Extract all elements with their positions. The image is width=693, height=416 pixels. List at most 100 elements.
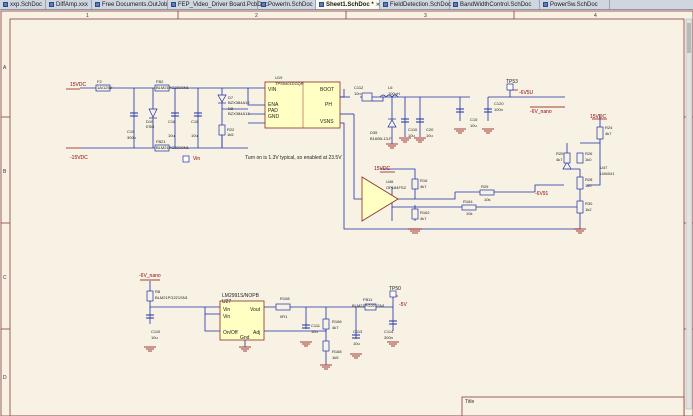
- schematic-doc-icon: [261, 2, 266, 7]
- c113-designator: C113: [353, 329, 363, 334]
- capacitor-c16: [194, 112, 202, 117]
- c16-value: 10u: [191, 133, 198, 138]
- column-label-4: 4: [594, 13, 597, 19]
- r29-designator: R29: [481, 184, 489, 189]
- ground-symbol-r162: [408, 228, 422, 234]
- c120-designator: C120: [494, 101, 504, 106]
- tab-powersw-schdoc[interactable]: PowerSw.SchDoc: [540, 0, 610, 9]
- fb21-value: BLM21PG221SN1: [156, 145, 190, 150]
- testpoint-tp53: [506, 83, 514, 91]
- ic-u19-body[interactable]: [264, 81, 341, 129]
- c18-designator: C18: [168, 119, 176, 124]
- u19-pin-ph: PH: [325, 102, 332, 108]
- resistor-r22: [218, 124, 226, 136]
- ground-symbol-c111: [300, 341, 312, 347]
- outjob-doc-icon: [95, 2, 100, 7]
- schematic-doc-icon: [543, 2, 548, 7]
- tab-xxp-schdoc[interactable]: xxp.SchDoc: [0, 0, 46, 9]
- vertical-scrollbar-thumb[interactable]: [687, 23, 691, 53]
- u19-pin-ena: ENA: [268, 102, 279, 108]
- tab-video-driver-pcbdoc[interactable]: FEP_Video_Driver Board.PcbDoc: [168, 0, 268, 9]
- schottky-d35: [387, 119, 397, 128]
- ic-u27-body[interactable]: [219, 300, 265, 341]
- net-label-15vdc: 15VDC: [70, 82, 87, 88]
- d10-designator: D10: [146, 119, 154, 124]
- c114-value: 300n: [384, 335, 393, 340]
- r22-value: 1k5: [227, 132, 234, 137]
- capacitor-c20: [416, 118, 424, 123]
- schematic-canvas[interactable]: 1 2 3 4 A B C D A B C D Title: [0, 9, 693, 416]
- close-tab-icon[interactable]: ✕: [375, 1, 380, 8]
- r20-designator: R20: [556, 151, 564, 156]
- c111-value: 10u: [311, 329, 318, 334]
- testpoint-vin: [182, 155, 190, 163]
- ground-symbol-c120: [482, 128, 494, 134]
- c114-designator: C114: [384, 329, 394, 334]
- c18-value: 10u: [168, 133, 175, 138]
- r16-designator: R16: [420, 178, 428, 183]
- inductor-l6: [379, 94, 399, 98]
- row-label-a: A: [3, 65, 7, 71]
- opamp-u46-body[interactable]: [361, 176, 399, 222]
- d8-designator: D8: [228, 106, 234, 111]
- resistor-r28: [576, 176, 584, 190]
- c20-designator: C20: [426, 127, 434, 132]
- tab-free-documents-outjob[interactable]: Free Documents.OutJob: [92, 0, 168, 9]
- schematic-doc-icon: [319, 2, 324, 7]
- f2-designator: F2: [97, 79, 102, 84]
- capacitor-c113: [352, 334, 360, 339]
- d10-value: ESD: [146, 124, 154, 129]
- fuse-f2: [95, 84, 111, 92]
- f2-value: 1A/125V: [97, 85, 113, 90]
- net-label-minus-6v-nano-bottom: -6V_nano: [139, 273, 161, 279]
- column-label-3: 3: [424, 13, 427, 19]
- u19-pin-gnd: GND: [268, 114, 280, 120]
- tab-fielddetection-schdoc[interactable]: FieldDetection.SchDoc: [380, 0, 451, 9]
- net-label-6v5u: -6V5U: [519, 90, 534, 96]
- tab-sheet1-schdoc[interactable]: Sheet1.SchDoc *✕: [316, 0, 380, 9]
- u19-pin-boot: BOOT: [320, 87, 334, 93]
- shunt-ref-u47: [562, 161, 572, 170]
- resistor-r24: [596, 126, 604, 140]
- schematic-doc-icon: [383, 2, 388, 7]
- c113-value: 10u: [353, 341, 360, 346]
- tab-powerin-schdoc[interactable]: PowerIn.SchDoc: [258, 0, 316, 9]
- r26-designator: R26: [585, 151, 593, 156]
- tp53-designator: TP53: [506, 79, 518, 85]
- row-label-d: D: [3, 375, 7, 381]
- r26-value: 1k0: [585, 157, 592, 162]
- capacitor-c114: [389, 320, 397, 325]
- u27-pin-adj: Adj: [253, 330, 260, 336]
- ferrite-fb21: [154, 144, 170, 152]
- zener-d7: [217, 94, 227, 103]
- resistor-r16: [411, 178, 419, 190]
- u47-designator: U47: [600, 165, 608, 170]
- ferrite-fb11: [364, 303, 377, 311]
- fb11-designator: FB11: [363, 297, 373, 302]
- net-label-6v91: -6V91: [535, 191, 549, 197]
- tab-bandwidthcontrol-schdoc[interactable]: BandWidthControl.SchDoc: [450, 0, 540, 9]
- c112-designator: C112: [354, 85, 364, 90]
- r166-value: 4k7: [332, 325, 339, 330]
- net-label-15vdc-ref: 15VDC: [590, 114, 607, 120]
- resistor-r29: [479, 189, 495, 196]
- schematic-doc-icon: [453, 2, 458, 7]
- r108-designator: R108: [280, 296, 290, 301]
- ferrite-r8: [146, 290, 154, 302]
- u27-pin-vin-1: Vin: [223, 307, 230, 313]
- sheet-border: [0, 10, 693, 416]
- resistor-r20: [563, 152, 571, 164]
- testpoint-tp50: [389, 290, 397, 298]
- net-label-15vdc-opamp: 15VDC: [374, 166, 391, 172]
- resistor-r164: [461, 204, 477, 211]
- u27-pin-vin-2: Vin: [223, 314, 230, 320]
- c20-value: 10u: [426, 133, 433, 138]
- r166-designator: R166: [332, 319, 342, 324]
- tab-diffamp[interactable]: DiffAmp.xxx: [46, 0, 92, 9]
- r162-value: 4k7: [420, 216, 427, 221]
- c111-designator: C111: [311, 323, 321, 328]
- vertical-scrollbar[interactable]: [685, 18, 693, 410]
- net-label-minus-5v: -5V: [399, 302, 407, 308]
- u19-designator: U19: [275, 75, 283, 80]
- c15-value: 10u: [470, 123, 477, 128]
